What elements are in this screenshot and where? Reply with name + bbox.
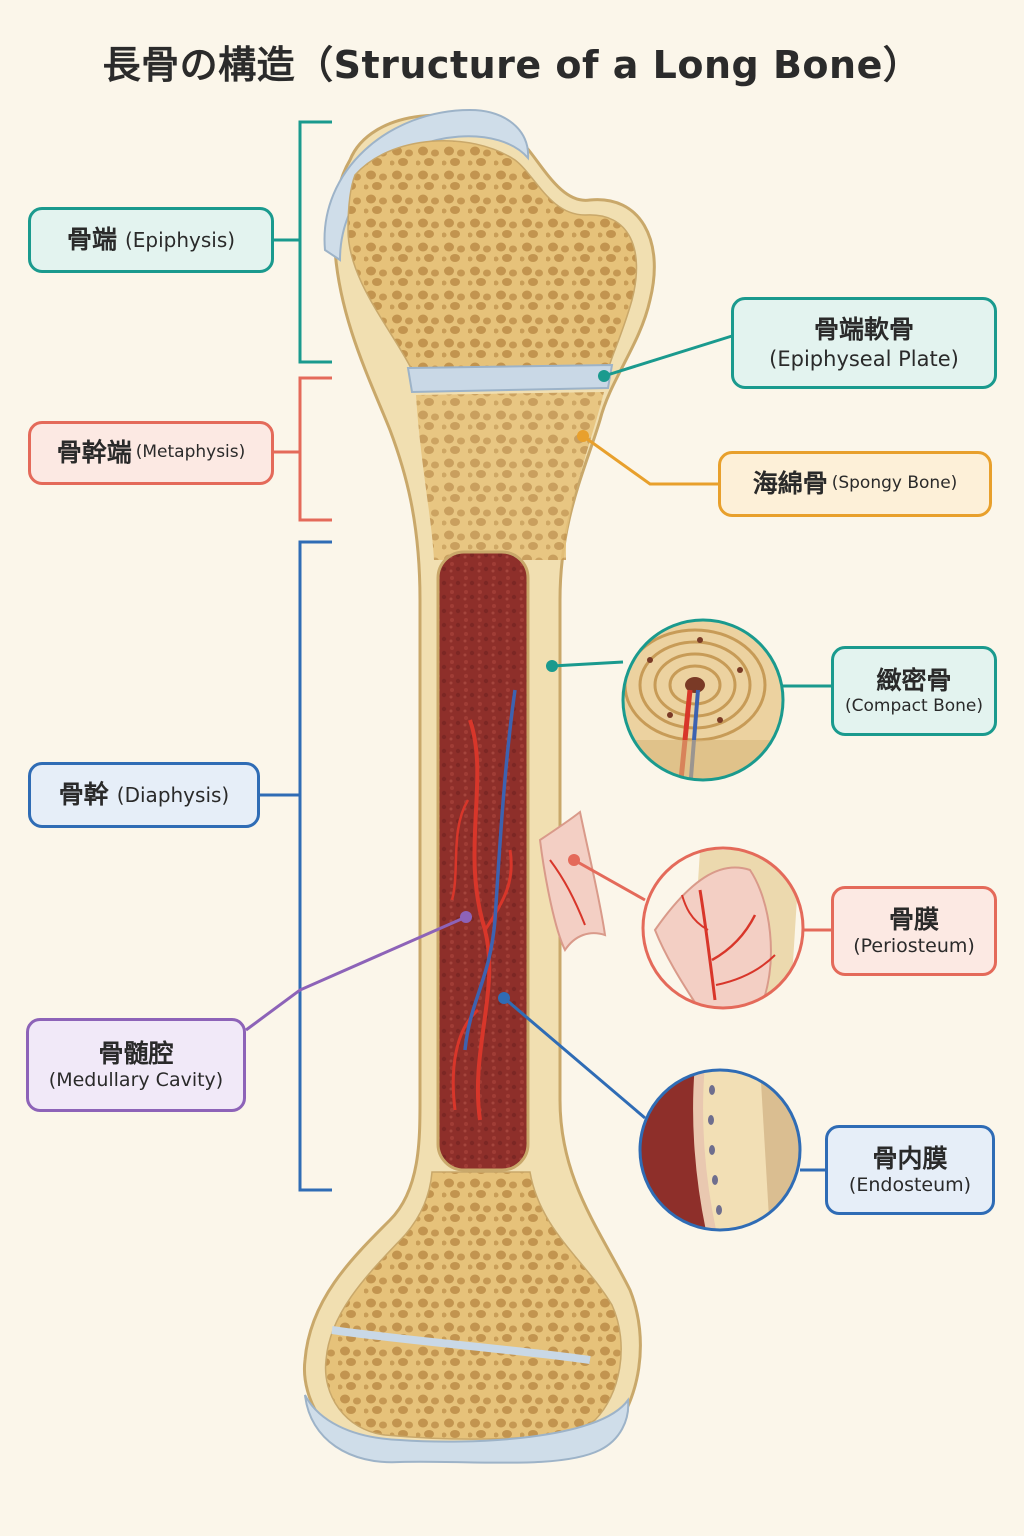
medullary-cavity-label-en: (Medullary Cavity) — [48, 1068, 224, 1091]
epiphyseal-plate-label-jp: 骨端軟骨 — [813, 315, 914, 345]
bottom-articular-cartilage — [304, 1394, 630, 1464]
medullary-cavity-dot — [460, 911, 472, 923]
compact-bone-inset — [621, 618, 785, 782]
compact-bone-leader — [551, 660, 624, 668]
medullary-cavity-label: 骨髄腔 (Medullary Cavity) — [26, 1018, 246, 1112]
medullary-cavity-label-jp: 骨髄腔 — [98, 1038, 174, 1068]
endosteum-label: 骨内膜 (Endosteum) — [825, 1125, 995, 1215]
page-title: 長骨の構造（Structure of a Long Bone） — [102, 43, 922, 87]
diaphysis-label-en: (Diaphysis) — [116, 782, 230, 807]
compact-bone-label: 緻密骨 (Compact Bone) — [831, 646, 997, 736]
spongy-bone-label: 海綿骨 (Spongy Bone) — [718, 451, 992, 517]
epiphyseal-plate-dot — [598, 370, 610, 382]
periosteum-label: 骨膜 (Periosteum) — [831, 886, 997, 976]
compact-bone-label-en: (Compact Bone) — [844, 696, 984, 716]
epiphysis-bracket — [272, 120, 332, 364]
periosteum-label-jp: 骨膜 — [888, 904, 939, 934]
epiphysis-label-en: (Epiphysis) — [124, 227, 236, 252]
metaphysis-label-jp: 骨幹端 — [56, 438, 132, 468]
endosteum-inset — [638, 1068, 802, 1232]
periosteum-dot — [568, 854, 580, 866]
vein-vessel — [463, 689, 517, 1051]
spongy-bone-label-jp: 海綿骨 — [752, 469, 828, 499]
metaphysis-spongy-bone — [416, 392, 604, 560]
medullary-cavity-fill — [436, 550, 530, 1172]
spongy-bone-leader — [582, 434, 718, 486]
epiphysis-label-jp: 骨端 — [66, 225, 117, 255]
endosteum-leader — [503, 996, 646, 1120]
metaphysis-bracket — [272, 376, 332, 522]
artery-branch — [450, 799, 470, 901]
diaphysis-bracket — [258, 540, 332, 1192]
upper-spongy-bone — [347, 139, 638, 371]
lower-spongy-bone — [324, 1171, 622, 1440]
compact-bone-label-jp: 緻密骨 — [876, 665, 952, 695]
periosteum-label-en: (Periosteum) — [853, 934, 975, 957]
compact-bone-dot — [546, 660, 558, 672]
endosteum-label-en: (Endosteum) — [848, 1173, 972, 1196]
medullary-cavity-leader — [245, 915, 467, 1032]
spongy-bone-dot — [577, 430, 589, 442]
periosteum-flap-vessel — [549, 859, 586, 926]
diaphysis-label-jp: 骨幹 — [58, 780, 109, 810]
artery-branch — [483, 849, 513, 931]
epiphyseal-plate-label-en: (Epiphyseal Plate) — [769, 346, 959, 371]
endosteum-label-jp: 骨内膜 — [872, 1143, 948, 1173]
spongy-bone-label-en: (Spongy Bone) — [831, 473, 958, 494]
periosteum-flap — [538, 810, 607, 952]
endosteum-dot — [498, 992, 510, 1004]
epiphyseal-plate-leader — [603, 334, 733, 378]
periosteum-inset — [641, 846, 805, 1010]
metaphysis-label-en: (Metaphysis) — [135, 442, 246, 463]
epiphysis-label: 骨端 (Epiphysis) — [28, 207, 274, 273]
lower-epiphyseal-line — [331, 1326, 591, 1364]
epiphyseal-plate-label: 骨端軟骨 (Epiphyseal Plate) — [731, 297, 997, 389]
diaphysis-label: 骨幹 (Diaphysis) — [28, 762, 260, 828]
periosteum-leader — [573, 858, 646, 902]
metaphysis-label: 骨幹端 (Metaphysis) — [28, 421, 274, 485]
epiphyseal-plate-band — [406, 363, 614, 394]
